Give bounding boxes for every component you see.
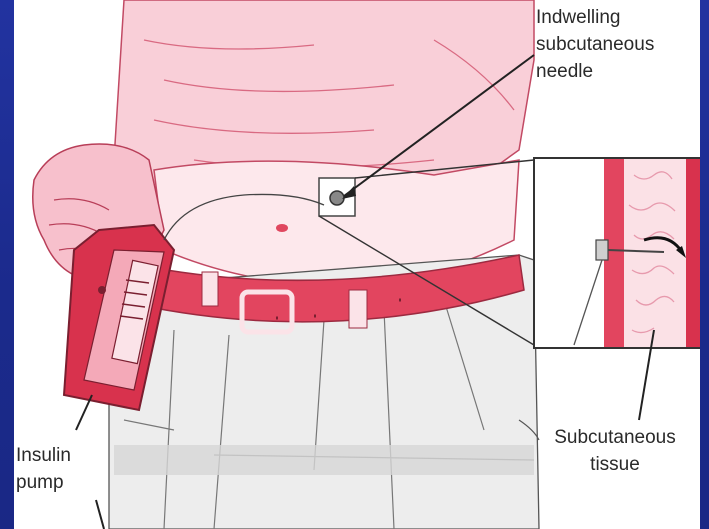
- pump-leader-line-lower: [96, 500, 104, 529]
- inset-catheter-hub: [596, 240, 608, 260]
- navel: [276, 224, 288, 232]
- pump-label: Insulin pump: [16, 442, 71, 496]
- pants-shadow-band: [114, 445, 534, 475]
- needle-site: [330, 191, 344, 205]
- belt-loop-right: [349, 290, 367, 328]
- inset-subcutaneous-tissue: [624, 159, 686, 347]
- tissue-label: Subcutaneous tissue: [530, 424, 700, 478]
- inset-muscle-layer: [686, 159, 700, 347]
- pump-leader-line: [76, 395, 92, 430]
- needle-label: Indwelling subcutaneous needle: [536, 4, 654, 85]
- insulin-pump-illustration: Indwelling subcutaneous needle Subcutane…: [14, 0, 700, 529]
- belt-loop-left: [202, 272, 218, 306]
